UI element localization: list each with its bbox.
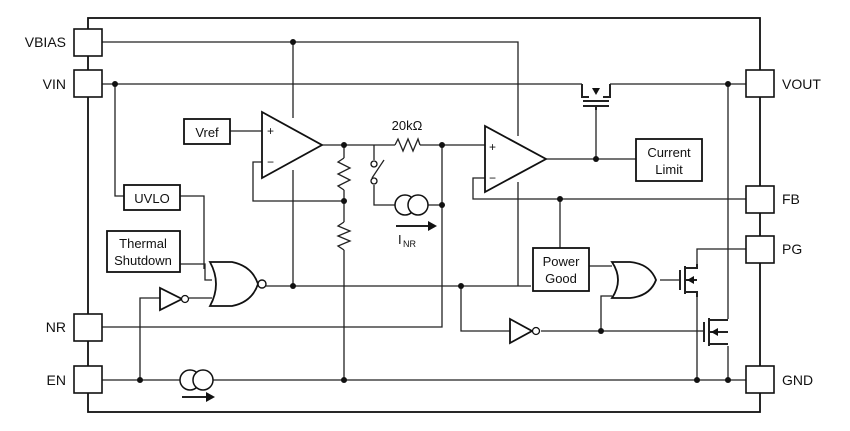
nor-gate-shutdown — [208, 261, 267, 307]
svg-text:VIN: VIN — [43, 76, 66, 92]
inverter-shutdown — [509, 317, 541, 345]
nr-current-source: I NR — [394, 194, 437, 249]
thermal-shutdown-block: Thermal Shutdown — [106, 230, 181, 273]
divider-resistor-bottom — [336, 221, 352, 251]
svg-text:NR: NR — [403, 239, 416, 249]
svg-text:VBIAS: VBIAS — [25, 34, 66, 50]
uvlo-block: UVLO — [123, 184, 181, 211]
junction-dots — [112, 39, 731, 383]
vref-block: Vref — [183, 118, 231, 145]
inverter-en — [159, 286, 190, 312]
svg-text:+: + — [267, 124, 274, 138]
error-amplifier-2: + − — [484, 124, 548, 194]
svg-text:PG: PG — [782, 241, 802, 257]
pg-transistor — [679, 264, 698, 297]
svg-text:20kΩ: 20kΩ — [392, 118, 423, 133]
current-limit-block: Current Limit — [635, 138, 703, 182]
svg-text:−: − — [267, 155, 274, 169]
pin-vin: VIN — [43, 69, 103, 98]
resistor-20k: 20kΩ — [392, 118, 423, 153]
svg-text:−: − — [489, 171, 496, 185]
svg-text:Current: Current — [647, 145, 691, 160]
pin-pg: PG — [745, 235, 802, 264]
svg-text:Shutdown: Shutdown — [114, 253, 172, 268]
svg-text:FB: FB — [782, 191, 800, 207]
pin-gnd: GND — [745, 365, 813, 394]
svg-text:NR: NR — [46, 319, 66, 335]
discharge-transistor — [700, 318, 728, 346]
nr-switch — [370, 159, 385, 185]
svg-text:+: + — [489, 140, 496, 154]
pin-en: EN — [47, 365, 103, 394]
svg-text:EN: EN — [47, 372, 66, 388]
svg-text:Good: Good — [545, 271, 577, 286]
chip-outline — [87, 17, 761, 413]
svg-text:Limit: Limit — [655, 162, 683, 177]
divider-resistor-top — [336, 157, 352, 191]
svg-text:UVLO: UVLO — [134, 191, 169, 206]
svg-text:Vref: Vref — [195, 125, 219, 140]
svg-text:I: I — [398, 232, 402, 247]
svg-text:GND: GND — [782, 372, 813, 388]
or-gate-power-good — [610, 261, 657, 299]
svg-text:VOUT: VOUT — [782, 76, 821, 92]
wiring — [102, 41, 746, 381]
svg-text:Power: Power — [543, 254, 581, 269]
pass-transistor — [581, 84, 611, 110]
pin-vout: VOUT — [745, 69, 821, 98]
error-amplifier-1: + − — [261, 110, 324, 180]
pin-nr: NR — [46, 313, 103, 342]
svg-text:Thermal: Thermal — [119, 236, 167, 251]
en-current-source — [179, 369, 215, 402]
power-good-block: Power Good — [532, 247, 590, 292]
pin-fb: FB — [745, 185, 800, 214]
pin-vbias: VBIAS — [25, 28, 103, 57]
